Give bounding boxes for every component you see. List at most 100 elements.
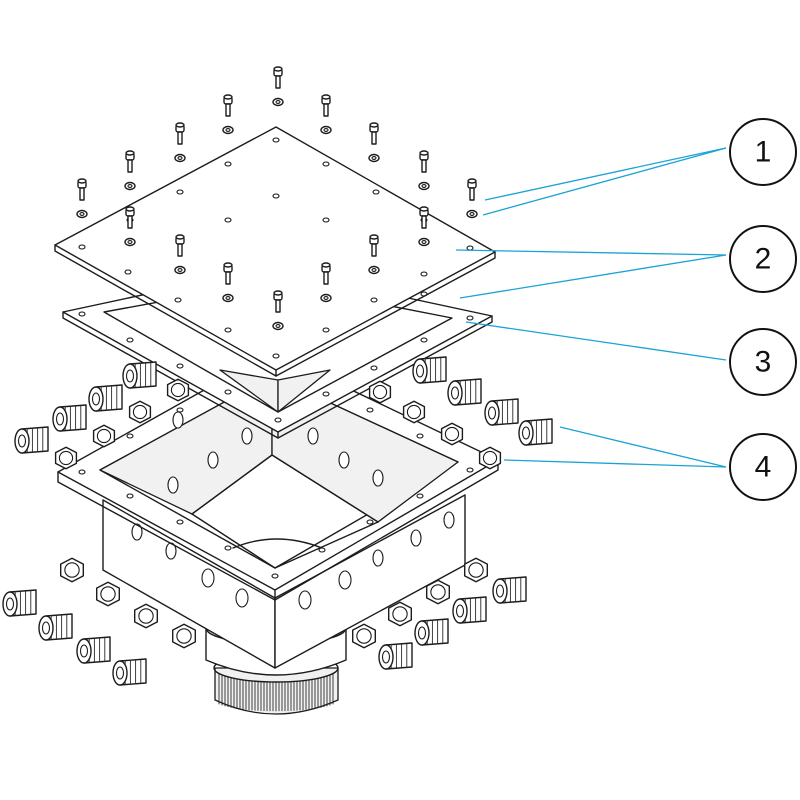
gasket-hole — [224, 389, 232, 395]
cable-gland — [38, 613, 73, 641]
washer — [466, 209, 478, 219]
body-left-wall-holes — [131, 523, 249, 608]
cable-gland — [88, 384, 123, 412]
screw — [321, 262, 331, 285]
body-interior-holes — [167, 411, 384, 494]
callout-circle-4 — [729, 433, 797, 501]
washer — [222, 125, 234, 135]
hex-nut — [166, 378, 190, 402]
flange-hole — [366, 519, 374, 525]
cable-gland — [378, 642, 413, 670]
callout-leaders — [455, 147, 727, 468]
cable-gland — [412, 356, 447, 384]
screw — [77, 178, 87, 201]
callout-circle-2 — [729, 225, 797, 293]
flange-hole — [78, 469, 86, 475]
leader-2b — [459, 254, 727, 299]
leader-3 — [465, 321, 727, 361]
hex-nut — [60, 557, 85, 583]
gasket-hole — [370, 365, 378, 371]
flange-hole — [416, 433, 424, 439]
gasket-hole — [322, 391, 330, 397]
cable-gland — [2, 589, 37, 617]
hex-nut — [464, 557, 488, 583]
cover-plate-hole — [322, 327, 330, 333]
cable-gland — [414, 618, 449, 646]
hex-nut — [388, 601, 412, 627]
flange-hole — [416, 493, 424, 499]
hex-nut — [171, 623, 197, 649]
washer — [320, 125, 332, 135]
hex-nut — [368, 380, 392, 404]
cover-plate — [54, 126, 496, 377]
leader-4a — [559, 426, 727, 468]
hex-nut — [478, 446, 502, 470]
leader-1b — [482, 147, 727, 216]
flange-hole — [271, 573, 279, 579]
screw — [369, 122, 379, 145]
callout-1: 1 — [729, 118, 797, 186]
screw — [369, 234, 379, 257]
flange-hole — [318, 547, 326, 553]
gasket-hole — [466, 315, 474, 321]
screw — [125, 206, 135, 229]
screw — [467, 178, 477, 201]
cover-plate-hole — [272, 353, 280, 359]
washer — [272, 321, 284, 331]
gasket-hole — [274, 417, 282, 423]
cover-plate-hole — [322, 217, 330, 223]
screw-set — [76, 66, 478, 331]
gasket-hole — [78, 311, 86, 317]
flange-hole — [176, 407, 184, 413]
cover-plate-hole — [372, 189, 380, 195]
washer — [124, 237, 136, 247]
cover-plate-hole — [124, 269, 132, 275]
hex-nut — [95, 581, 121, 607]
flange-hole — [224, 545, 232, 551]
cable-gland — [484, 398, 519, 426]
cover-plate-hole — [78, 244, 86, 250]
cable-gland — [452, 596, 487, 624]
cable-gland — [518, 418, 553, 446]
cable-gland — [447, 378, 482, 406]
screw — [273, 290, 283, 313]
hex-nut — [128, 400, 152, 424]
callout-3: 3 — [729, 328, 797, 396]
cable-gland — [122, 361, 157, 389]
cover-plate-hole — [224, 327, 232, 333]
cable-gland — [52, 404, 87, 432]
cover-plate-hole — [174, 297, 182, 303]
flange-hole — [466, 467, 474, 473]
callout-2: 2 — [729, 225, 797, 293]
screw — [223, 94, 233, 117]
washer — [418, 237, 430, 247]
washer — [76, 209, 88, 219]
washer — [174, 265, 186, 275]
screw — [419, 206, 429, 229]
washer — [320, 293, 332, 303]
screw — [125, 150, 135, 173]
screw — [175, 122, 185, 145]
screw — [419, 150, 429, 173]
callout-label-4: 4 — [755, 451, 772, 484]
screw — [223, 262, 233, 285]
callout-label-1: 1 — [755, 136, 772, 169]
cable-gland-set — [2, 356, 553, 686]
washer — [368, 265, 380, 275]
cover-plate-hole — [466, 245, 474, 251]
screw — [175, 234, 185, 257]
callout-circle-3 — [729, 328, 797, 396]
body-right-wall-holes — [298, 511, 455, 610]
cover-plate-hole — [224, 161, 232, 167]
callout-circle-1 — [729, 118, 797, 186]
cover-plate-hole — [322, 161, 330, 167]
cable-gland — [76, 636, 111, 664]
hex-nut — [426, 579, 450, 605]
flange-hole — [126, 433, 134, 439]
gasket-hole — [126, 337, 134, 343]
leader-2a — [455, 249, 727, 256]
flange-hole — [366, 407, 374, 413]
washer — [272, 97, 284, 107]
